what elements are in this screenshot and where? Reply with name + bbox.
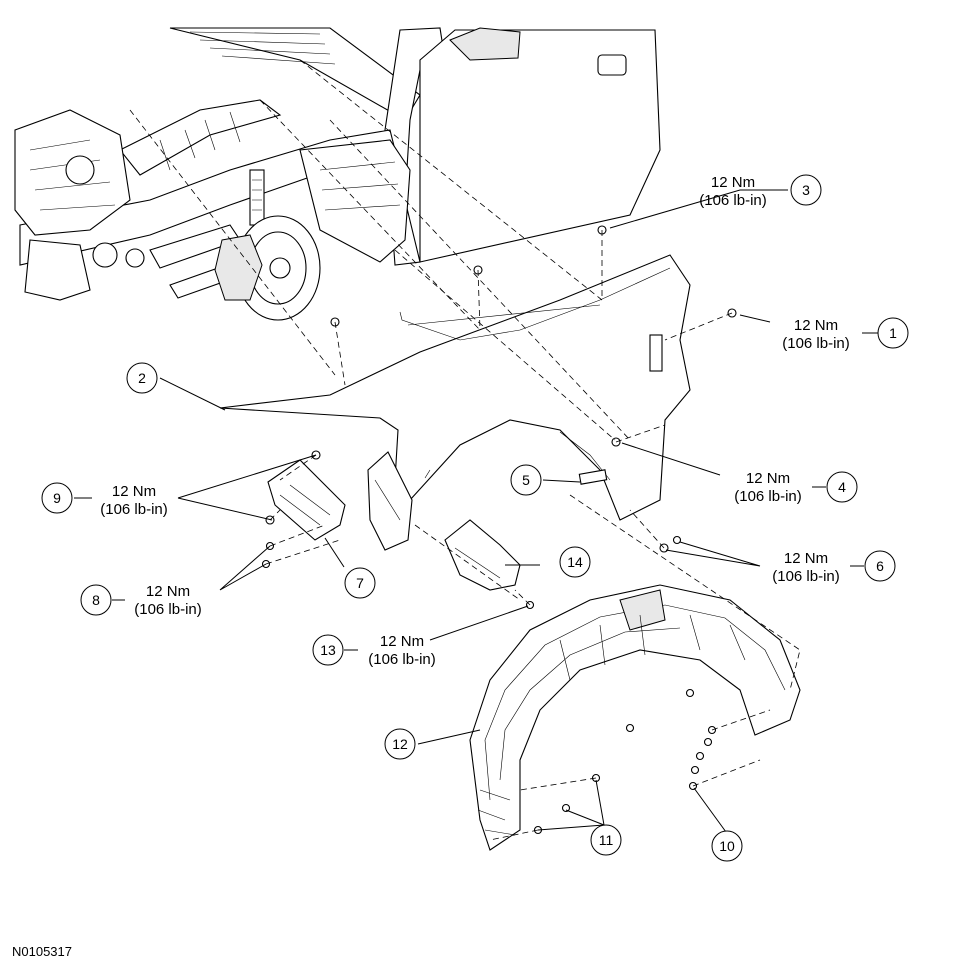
callout-1: 1 [877,317,909,349]
svg-text:13: 13 [320,642,336,658]
callout-3: 3 [790,174,822,206]
svg-text:12 Nm: 12 Nm [784,550,828,567]
bolts [261,225,737,835]
torque-label-4: 12 Nm (106 lb-in) [734,470,802,505]
svg-text:(106 lb-in): (106 lb-in) [699,192,767,209]
callout-5: 5 [510,464,542,496]
svg-text:(106 lb-in): (106 lb-in) [100,501,168,518]
svg-text:8: 8 [92,592,100,608]
callout-11: 11 [590,824,622,856]
wheelhouse-liner [469,584,801,851]
torque-label-9: 12 Nm (106 lb-in) [100,483,168,518]
svg-text:12 Nm: 12 Nm [794,317,838,334]
callout-13: 13 [312,634,344,666]
svg-text:12 Nm: 12 Nm [112,483,156,500]
svg-text:12: 12 [392,736,408,752]
fender-panel [219,254,691,521]
torque-label-8: 12 Nm (106 lb-in) [134,583,202,618]
torque-label-3: 12 Nm (106 lb-in) [699,174,767,209]
torque-label-13: 12 Nm (106 lb-in) [368,633,436,668]
torque-label-6: 12 Nm (106 lb-in) [772,550,840,585]
fender-bracket-lower [367,451,413,551]
svg-text:12 Nm: 12 Nm [380,633,424,650]
clip-5 [578,469,608,485]
callout-2: 2 [126,362,158,394]
callout-14: 14 [559,546,591,578]
svg-text:2: 2 [138,370,146,386]
svg-text:(106 lb-in): (106 lb-in) [782,335,850,352]
svg-text:14: 14 [567,554,583,570]
callout-4: 4 [826,471,858,503]
bracket-7 [267,459,346,541]
shield-14 [444,519,521,591]
figure-id: N0105317 [12,944,72,959]
svg-text:(106 lb-in): (106 lb-in) [734,488,802,505]
vehicle-frame-illustration [14,27,661,321]
svg-text:5: 5 [522,472,530,488]
alignment-lines [129,59,801,841]
svg-text:10: 10 [719,838,735,854]
leader-lines [74,189,878,833]
callout-7: 7 [344,567,376,599]
svg-text:(106 lb-in): (106 lb-in) [772,568,840,585]
torque-label-1: 12 Nm (106 lb-in) [782,317,850,352]
svg-text:1: 1 [889,325,897,341]
svg-text:(106 lb-in): (106 lb-in) [134,601,202,618]
svg-text:6: 6 [876,558,884,574]
svg-text:4: 4 [838,479,846,495]
svg-text:12 Nm: 12 Nm [146,583,190,600]
svg-text:(106 lb-in): (106 lb-in) [368,651,436,668]
svg-text:9: 9 [53,490,61,506]
svg-text:11: 11 [599,832,614,848]
svg-text:7: 7 [356,575,364,591]
callout-12: 12 [384,728,416,760]
svg-text:3: 3 [802,182,810,198]
svg-text:12 Nm: 12 Nm [746,470,790,487]
callout-8: 8 [80,584,112,616]
callout-9: 9 [41,482,73,514]
svg-text:12 Nm: 12 Nm [711,174,755,191]
callout-10: 10 [711,830,743,862]
callout-6: 6 [864,550,896,582]
